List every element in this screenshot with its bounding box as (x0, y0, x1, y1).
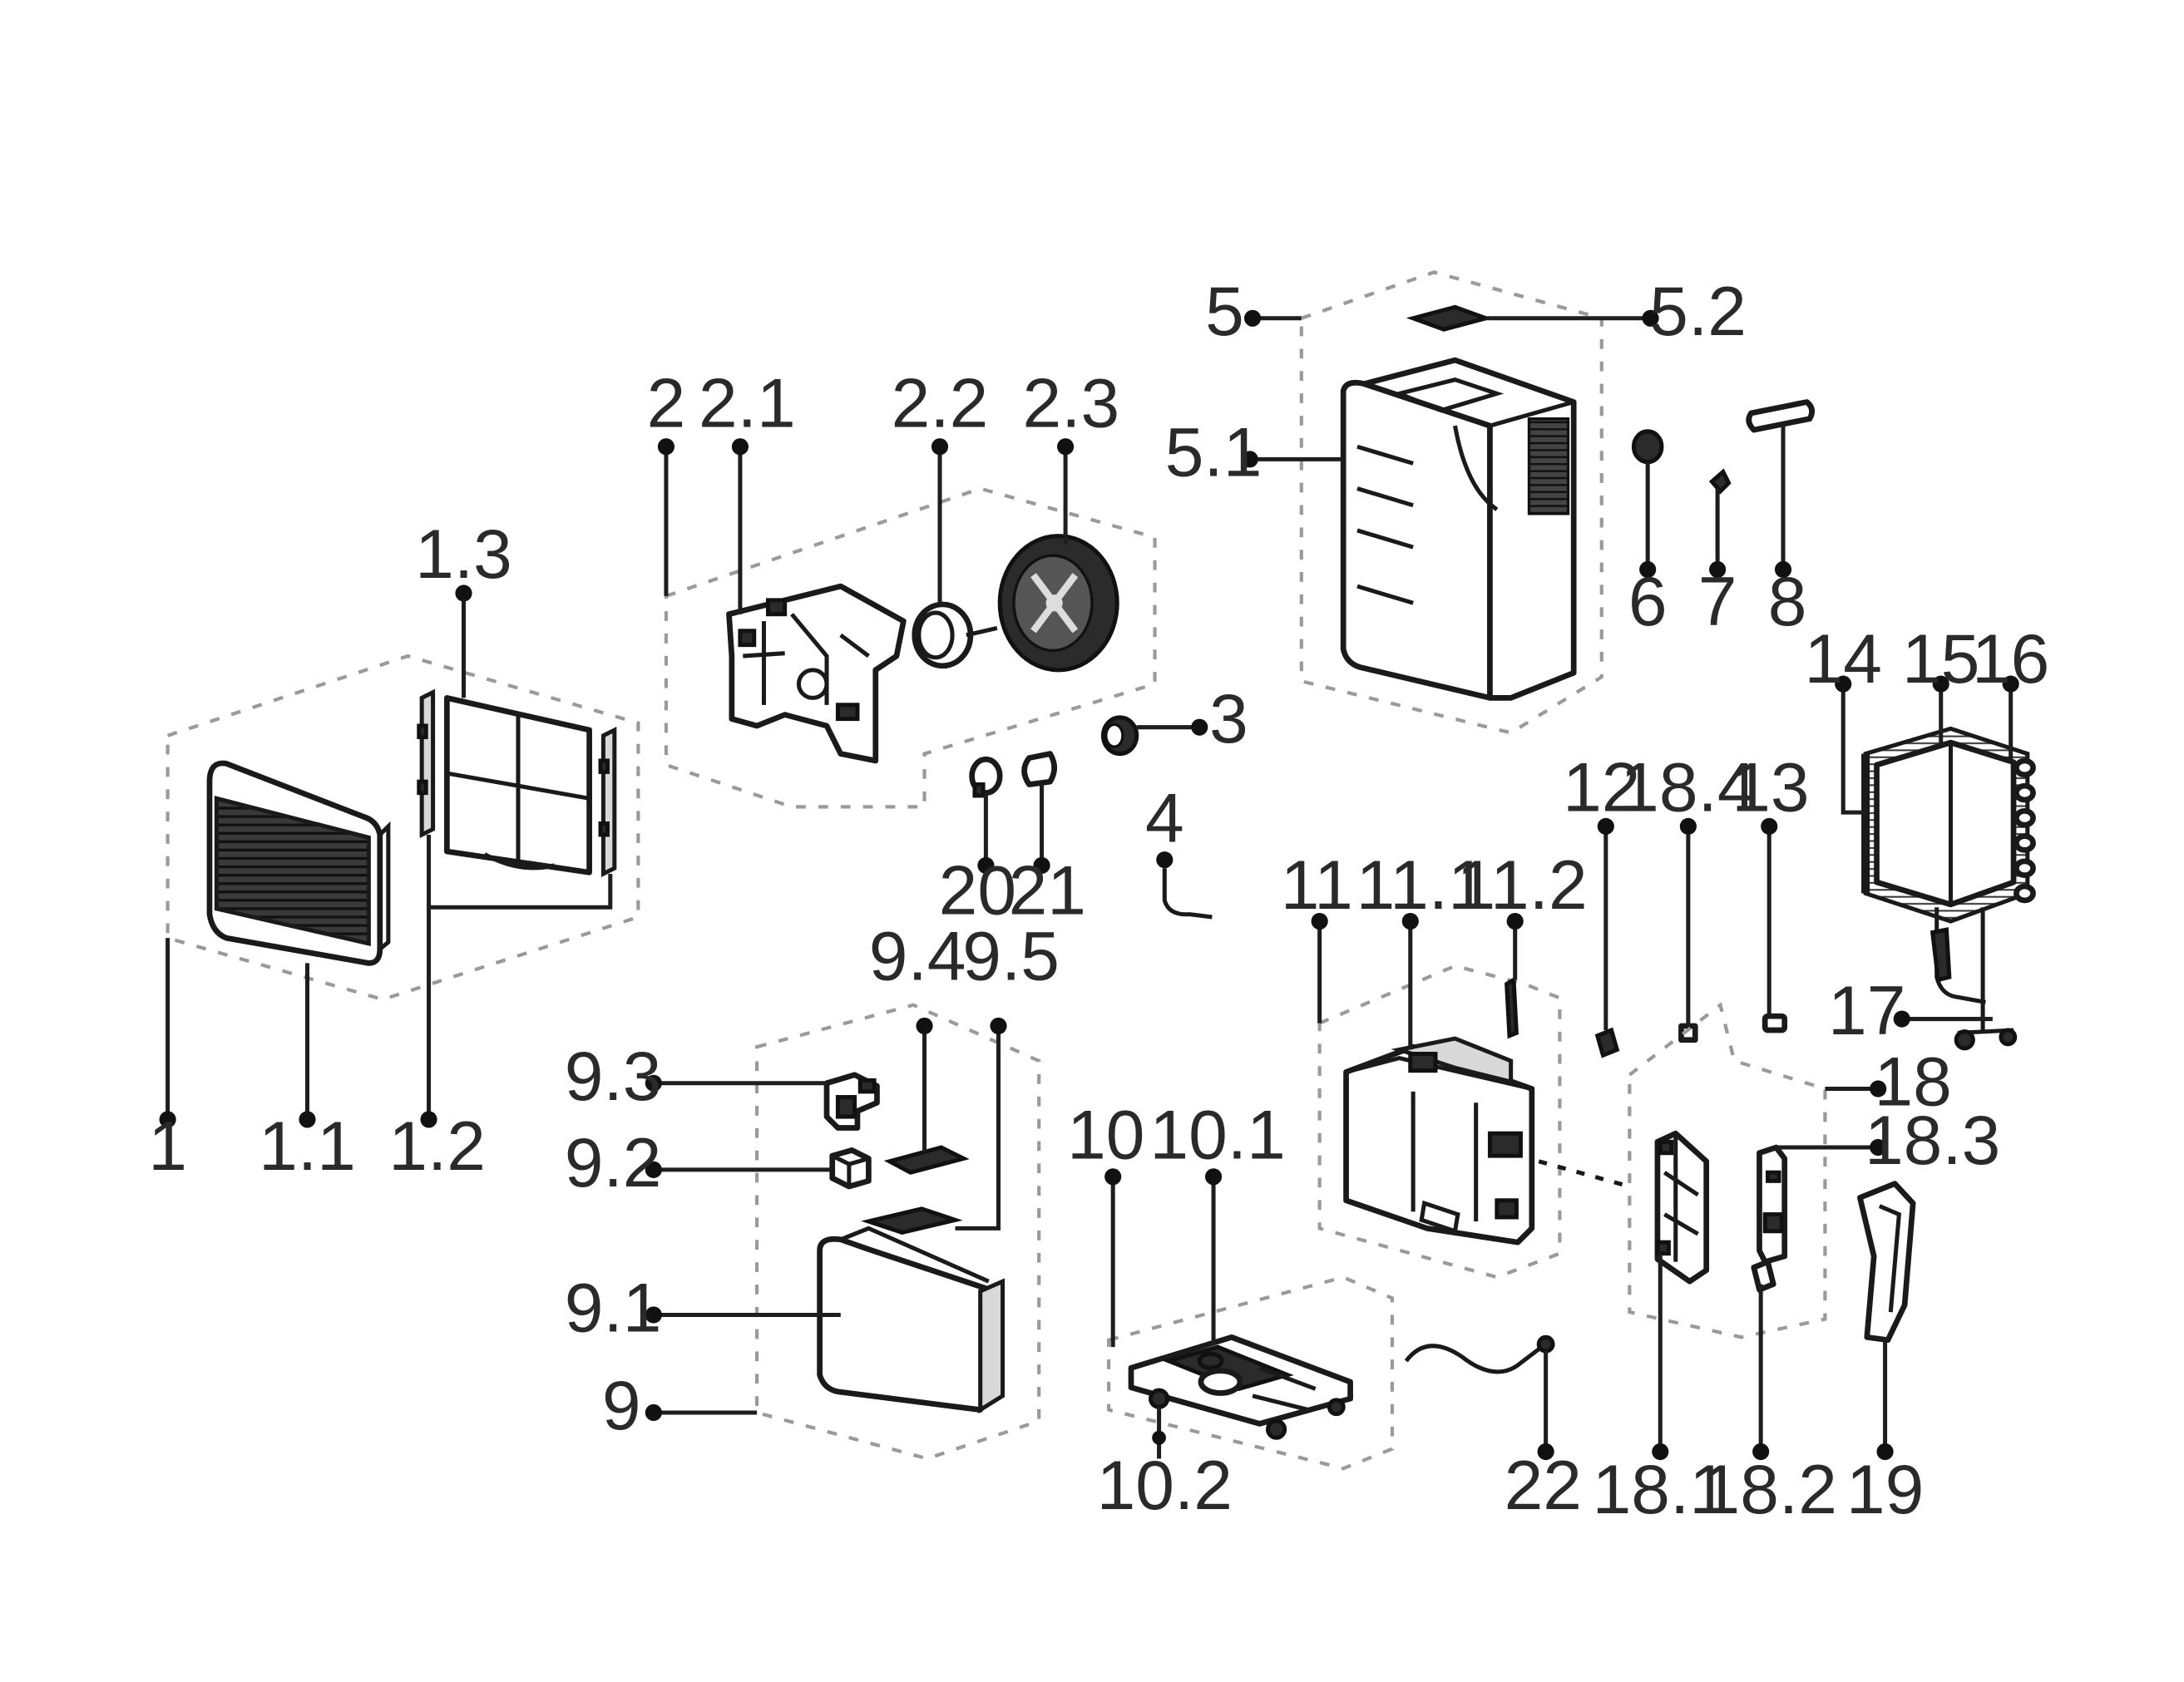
side-rails-part (417, 688, 617, 878)
callout-13: 13 (1732, 747, 1809, 826)
float-part (1505, 976, 1519, 1039)
callout-11: 11 (1281, 846, 1353, 924)
callout-5: 5 (1205, 272, 1244, 350)
callout-14: 14 (1805, 619, 1882, 698)
block-part (829, 1147, 872, 1190)
parts-6-7-8 (1631, 399, 1815, 579)
top-handle-part (1406, 304, 1493, 332)
callout-1-1: 1.1 (259, 1107, 356, 1185)
callout-8: 8 (1768, 562, 1807, 640)
callout-21: 21 (1009, 851, 1086, 930)
display-board-part (883, 1145, 970, 1175)
callout-18-2: 18.2 (1702, 1450, 1837, 1528)
callout-2-3: 2.3 (1022, 364, 1119, 442)
front-grille-part (206, 760, 391, 966)
callout-18-1: 18.1 (1593, 1450, 1728, 1528)
small-parts-12-13-18-4 (1594, 817, 1788, 1058)
callout-1-2: 1.2 (388, 1107, 486, 1185)
callout-9-5: 9.5 (962, 917, 1060, 995)
water-tank-part (1343, 1036, 1535, 1245)
callout-18-3: 18.3 (1865, 1101, 2000, 1179)
fan-bracket-part (726, 583, 907, 764)
callout-1: 1 (148, 1107, 187, 1185)
callout-6: 6 (1628, 562, 1668, 640)
coil-return-bends (2014, 757, 2036, 904)
callout-20: 20 (939, 851, 1016, 930)
fan-impeller-part (997, 534, 1119, 673)
callout-10-1: 10.1 (1149, 1095, 1285, 1173)
group-10-base (1104, 1168, 1395, 1471)
callout-9-2: 9.2 (565, 1123, 662, 1201)
callout-4: 4 (1145, 778, 1184, 856)
group-5-rear-cabinet (1241, 270, 1659, 735)
callout-9-3: 9.3 (565, 1037, 662, 1115)
callout-1-3: 1.3 (415, 515, 512, 593)
callout-2-1: 2.1 (699, 364, 796, 442)
callout-2: 2 (647, 364, 686, 442)
capillary-tube-part (1930, 907, 2018, 1051)
callout-18-4: 18.4 (1620, 747, 1756, 826)
part-22-drain-hose (1404, 1334, 1555, 1461)
group-11-water-tank (1311, 912, 1562, 1280)
group-1-front-grille (159, 585, 640, 1128)
callout-5-1: 5.1 (1165, 412, 1262, 491)
bushing-part (1100, 715, 1139, 757)
filter-frame-part (444, 695, 592, 876)
callout-18: 18 (1874, 1043, 1951, 1121)
control-panel-part (817, 1226, 1006, 1414)
callout-17: 17 (1828, 971, 1905, 1049)
fan-motor-part (912, 601, 998, 669)
circuit-board-part (1751, 1144, 1788, 1293)
relay-part (823, 1072, 880, 1131)
callout-2-2: 2.2 (892, 364, 989, 442)
callout-9-1: 9.1 (565, 1269, 662, 1347)
group-9-control-panel (645, 1003, 1041, 1461)
callout-16: 16 (1972, 619, 2049, 698)
capacitor-part (969, 751, 1058, 798)
callout-5-2: 5.2 (1649, 272, 1747, 350)
callout-10-2: 10.2 (1097, 1446, 1233, 1524)
callout-11-2: 11.2 (1457, 846, 1588, 924)
callout-15: 15 (1902, 619, 1979, 698)
callout-11-1: 11.1 (1356, 846, 1487, 924)
callout-12: 12 (1563, 747, 1640, 826)
group-2-fan-assembly (657, 438, 1208, 874)
callout-3: 3 (1209, 679, 1248, 757)
part-4-wire (1156, 851, 1213, 920)
rear-cabinet-part (1340, 357, 1577, 701)
part-19-cover-panel (1857, 1181, 1916, 1461)
callout-10: 10 (1067, 1095, 1144, 1173)
switch-box-part (1654, 1130, 1710, 1285)
callout-9-4: 9.4 (869, 917, 966, 995)
evaporator-condenser-coils (1835, 675, 2036, 1051)
callout-9: 9 (602, 1366, 641, 1444)
callout-labels: 1 1.1 1.2 1.3 2 2.1 2.2 2.3 3 4 5 5.1 5.… (148, 272, 2049, 1528)
keypad-part (861, 1206, 963, 1236)
callout-7: 7 (1698, 562, 1737, 640)
callout-22: 22 (1505, 1446, 1582, 1524)
group-18-electrical-box (1538, 1002, 1887, 1461)
callout-19: 19 (1846, 1450, 1924, 1528)
base-part (1128, 1334, 1353, 1440)
